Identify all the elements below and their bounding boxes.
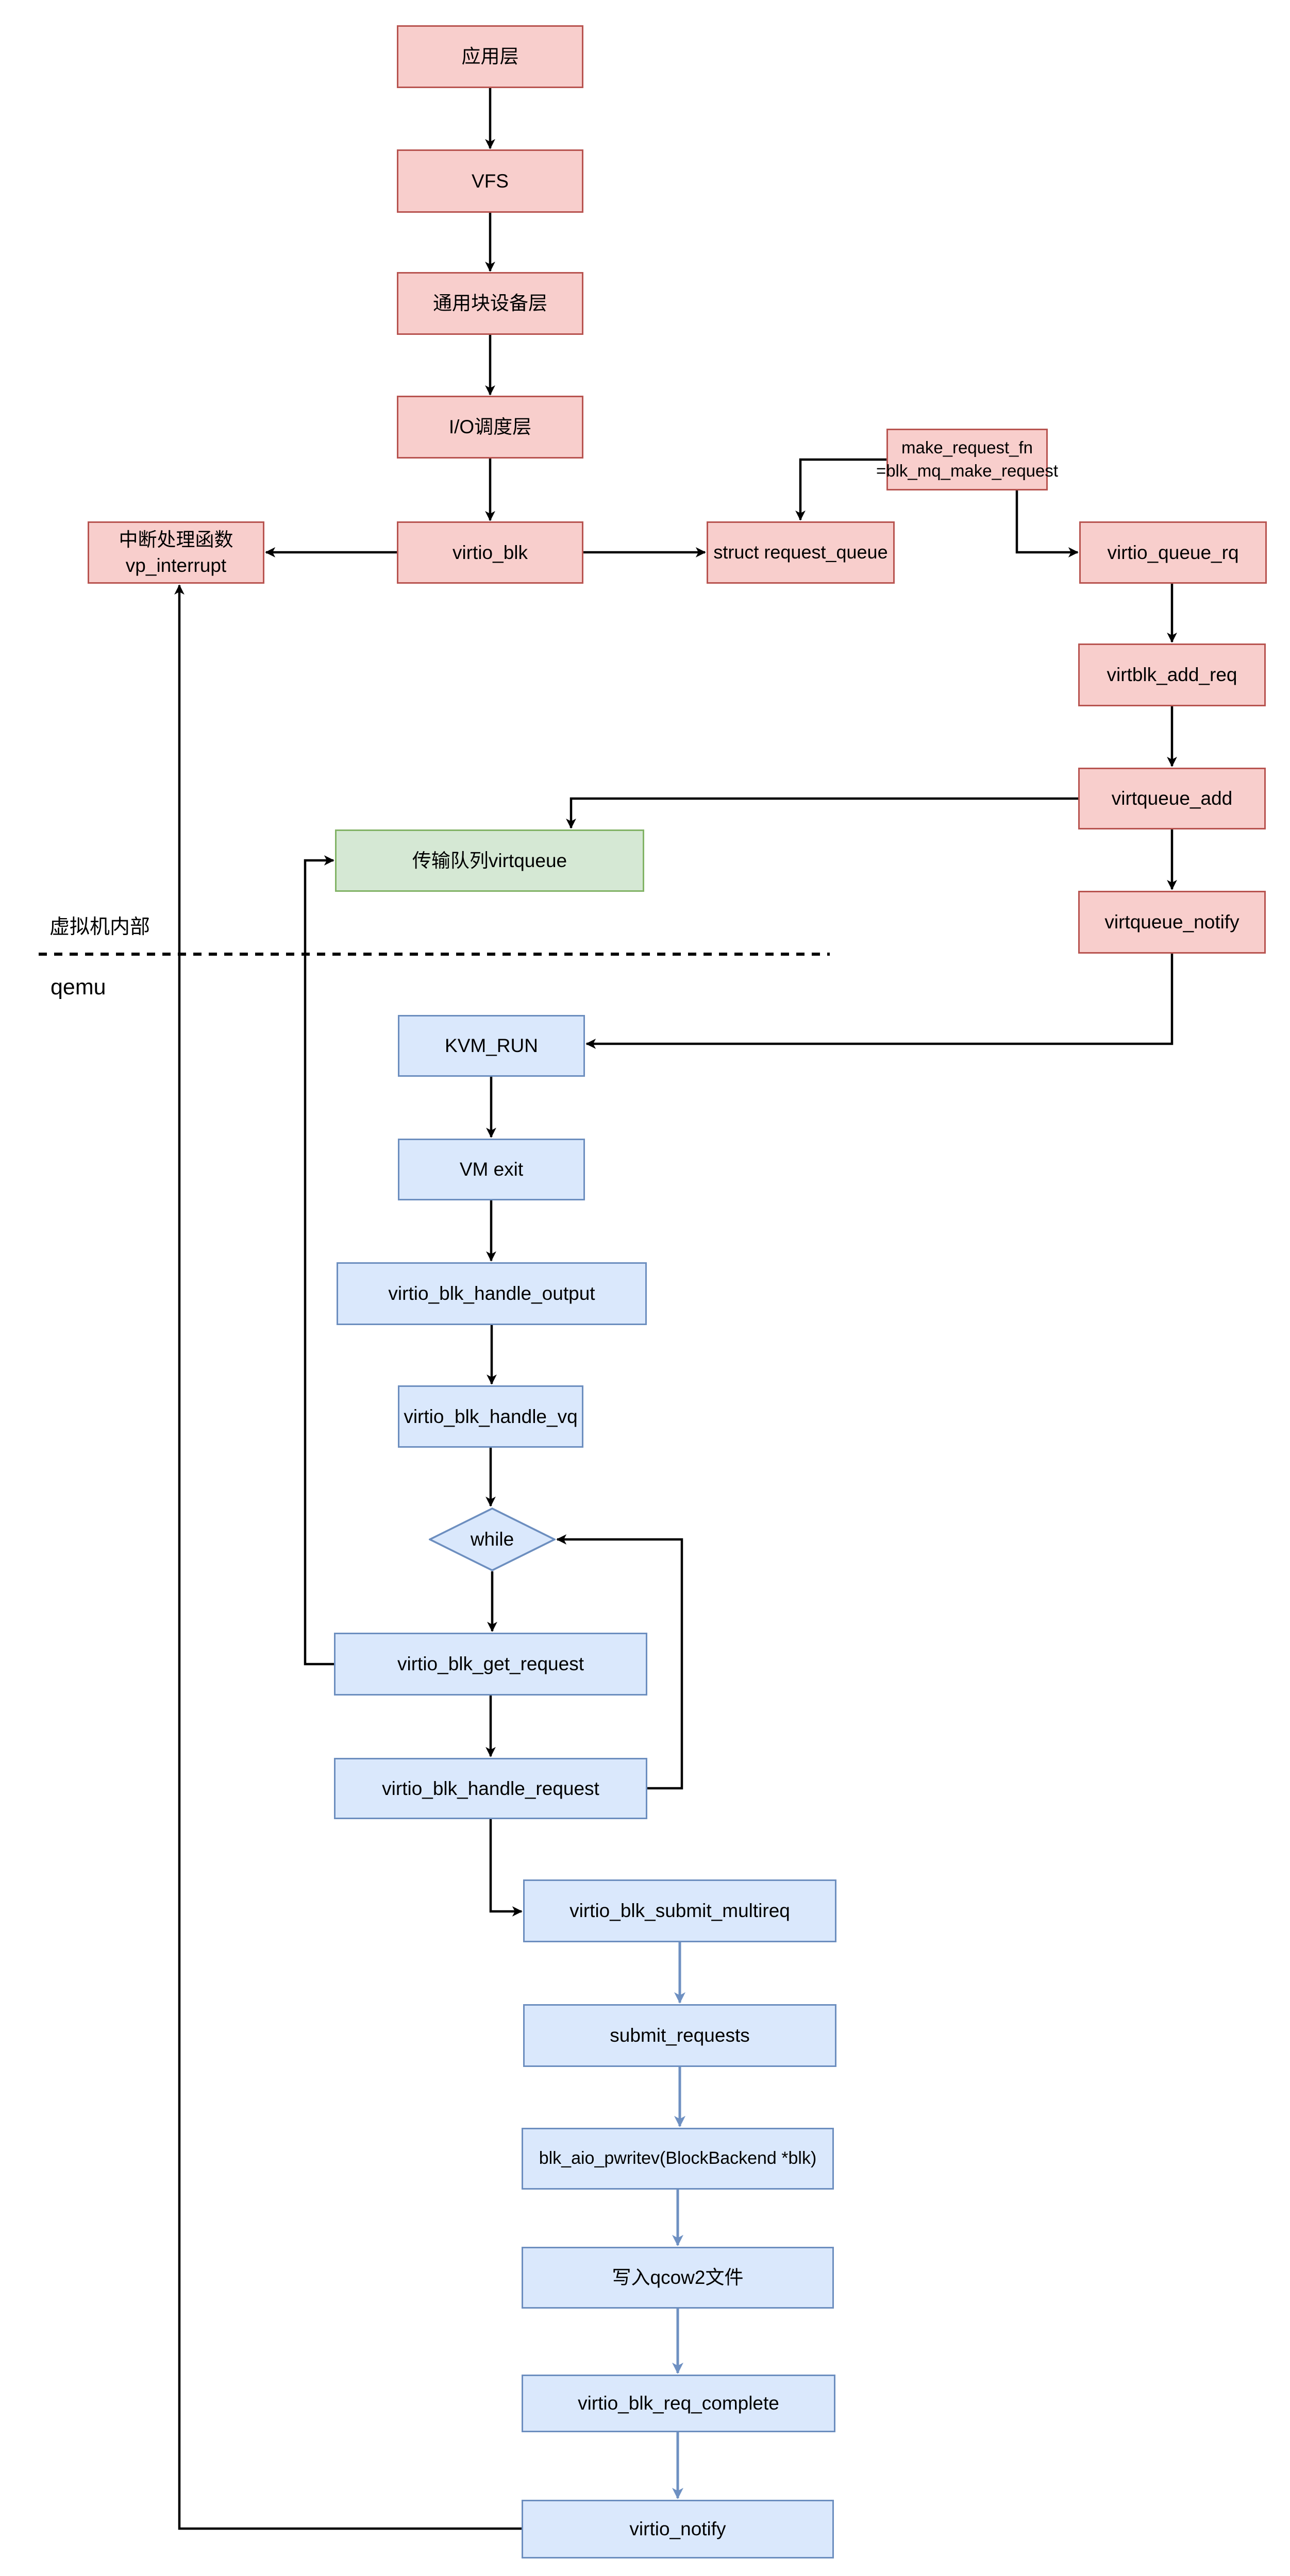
node-generic-block-layer: 通用块设备层	[397, 272, 583, 335]
node-virtblk-add-req-label: virtblk_add_req	[1107, 664, 1237, 686]
node-vp-interrupt: 中断处理函数 vp_interrupt	[88, 521, 264, 584]
while-diamond-shape	[429, 1507, 556, 1571]
node-struct-request-queue: struct request_queue	[707, 521, 895, 584]
node-vfs: VFS	[397, 149, 583, 213]
node-submit-requests-label: submit_requests	[610, 2025, 750, 2046]
node-vp-interrupt-label: 中断处理函数	[119, 529, 233, 550]
node-blk-aio-pwritev: blk_aio_pwritev(BlockBackend *blk)	[522, 2128, 834, 2190]
edge-virtqueue-add-to-virtqueue	[566, 797, 1078, 829]
edge-virtqueue-notify-to-kvm-run	[585, 954, 1174, 1049]
node-req-complete-label: virtio_blk_req_complete	[578, 2393, 779, 2414]
edge-make-request-fn-to-virtio-queue-rq	[1015, 490, 1079, 557]
node-blk-aio-pwritev-label: blk_aio_pwritev(BlockBackend *blk)	[539, 2148, 817, 2168]
node-virtio-blk-label: virtio_blk	[453, 541, 528, 563]
node-app-layer: 应用层	[397, 25, 583, 88]
node-io-scheduler-layer-label: I/O调度层	[448, 416, 532, 438]
node-handle-vq-label: virtio_blk_handle_vq	[404, 1405, 578, 1427]
node-virtqueue-add-label: virtqueue_add	[1111, 788, 1233, 809]
node-make-request-fn: make_request_fn =blk_mq_make_request	[876, 429, 1058, 490]
node-virtqueue-notify-label: virtqueue_notify	[1104, 911, 1239, 933]
edge-make-request-fn-to-struct-rq	[795, 458, 886, 521]
node-write-qcow2: 写入qcow2文件	[522, 2247, 834, 2309]
node-virtio-queue-rq: virtio_queue_rq	[1079, 521, 1267, 584]
label-qemu: qemu	[51, 975, 106, 999]
edge-virtio-notify-to-vp-interrupt	[174, 584, 522, 2530]
node-kvm-run-label: KVM_RUN	[445, 1035, 538, 1057]
node-io-scheduler-layer: I/O调度层	[397, 396, 583, 459]
node-get-request-label: virtio_blk_get_request	[397, 1653, 584, 1675]
node-handle-request: virtio_blk_handle_request	[334, 1758, 647, 1819]
node-while-label: while	[470, 1529, 514, 1550]
node-virtio-notify-label: virtio_notify	[629, 2518, 726, 2540]
node-app-layer-label: 应用层	[461, 46, 519, 67]
node-make-request-fn-label: =blk_mq_make_request	[876, 461, 1059, 480]
node-submit-multireq: virtio_blk_submit_multireq	[523, 1879, 836, 1942]
node-virtio-blk: virtio_blk	[397, 521, 583, 584]
label-vm-internal: 虚拟机内部	[49, 916, 150, 938]
node-virtqueue-vq-label: 传输队列virtqueue	[412, 850, 567, 871]
node-submit-multireq-label: virtio_blk_submit_multireq	[569, 1900, 790, 1922]
node-virtqueue-add: virtqueue_add	[1078, 768, 1266, 829]
node-vm-exit-label: VM exit	[459, 1159, 524, 1180]
node-handle-vq: virtio_blk_handle_vq	[398, 1385, 583, 1448]
node-write-qcow2-label: 写入qcow2文件	[612, 2267, 744, 2289]
node-vp-interrupt-label: vp_interrupt	[125, 554, 227, 576]
node-handle-request-label: virtio_blk_handle_request	[382, 1777, 599, 1799]
node-vfs-label: VFS	[472, 170, 509, 192]
node-make-request-fn-label: make_request_fn	[901, 438, 1033, 457]
node-virtqueue-vq: 传输队列virtqueue	[335, 829, 644, 892]
edge-handle-request-loop-to-while	[556, 1534, 683, 1790]
node-struct-request-queue-label: struct request_queue	[713, 541, 888, 563]
node-virtqueue-notify: virtqueue_notify	[1078, 891, 1266, 954]
node-virtblk-add-req: virtblk_add_req	[1078, 643, 1266, 706]
node-handle-output: virtio_blk_handle_output	[337, 1262, 647, 1325]
node-handle-output-label: virtio_blk_handle_output	[388, 1283, 595, 1304]
node-virtio-notify: virtio_notify	[522, 2500, 834, 2558]
edge-get-request-to-virtqueue	[304, 855, 334, 1666]
node-req-complete: virtio_blk_req_complete	[522, 2375, 835, 2432]
edge-handle-request-to-submit-multireq	[489, 1819, 523, 1917]
node-submit-requests: submit_requests	[523, 2004, 836, 2067]
node-while: while	[429, 1507, 556, 1571]
node-vm-exit: VM exit	[398, 1139, 585, 1200]
node-get-request: virtio_blk_get_request	[334, 1633, 647, 1696]
node-virtio-queue-rq-label: virtio_queue_rq	[1107, 541, 1239, 563]
node-kvm-run: KVM_RUN	[398, 1015, 585, 1077]
node-generic-block-layer-label: 通用块设备层	[433, 293, 547, 314]
